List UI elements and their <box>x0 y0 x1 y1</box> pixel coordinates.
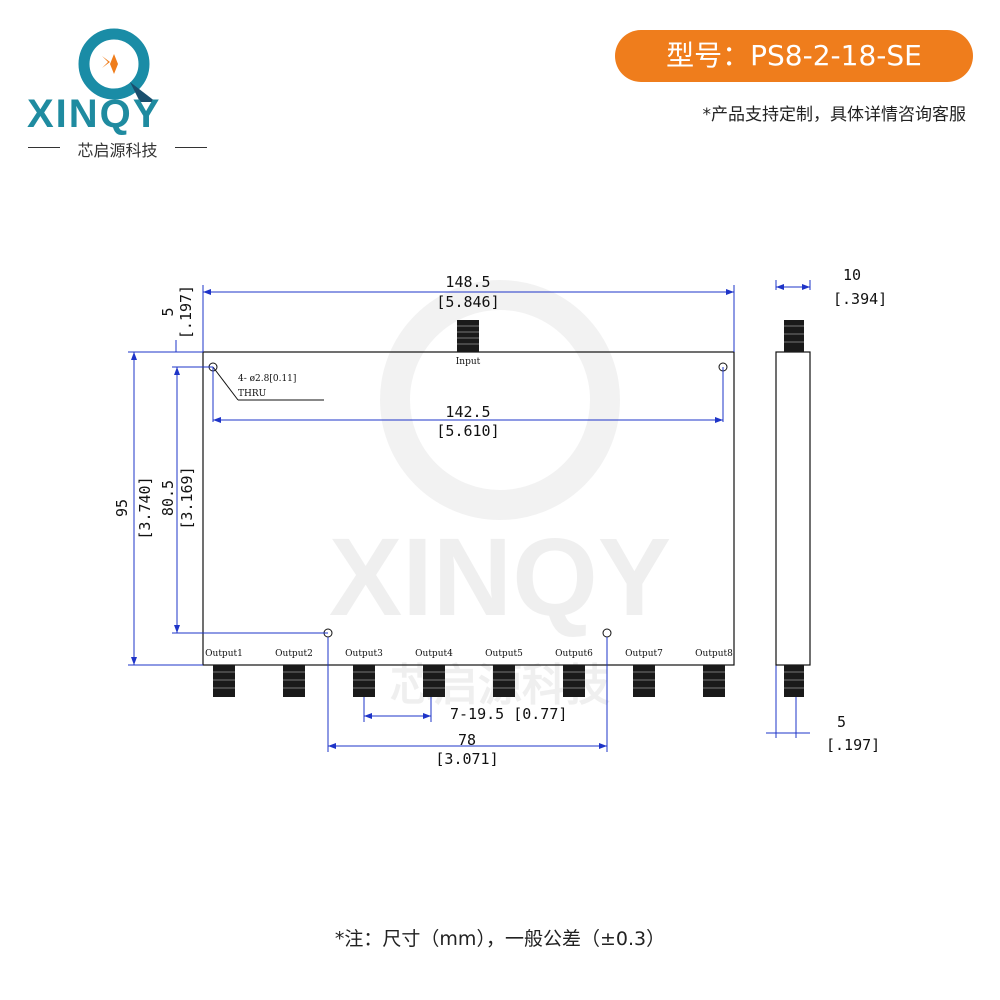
dim-thickness-in: [.394] <box>833 290 887 308</box>
output-label-7: Output7 <box>625 649 663 659</box>
output-label-3: Output3 <box>345 649 383 659</box>
output-connector-5 <box>493 665 515 697</box>
dim-bottom-hole-span-in: [3.071] <box>435 750 498 768</box>
dim-height: 95 <box>113 499 131 517</box>
dim-overall-width-in: [5.846] <box>436 293 499 311</box>
output-connector-2 <box>283 665 305 697</box>
dim-hole-span-in: [5.610] <box>436 422 499 440</box>
custom-note: *产品支持定制，具体详情咨询客服 <box>702 105 967 125</box>
output-label-5: Output5 <box>485 649 523 659</box>
output-label-8: Output8 <box>695 649 733 659</box>
output-connector-7 <box>633 665 655 697</box>
output-connector-8 <box>703 665 725 697</box>
dim-bottom-hole-span: 78 <box>458 731 476 749</box>
output-connector-4 <box>423 665 445 697</box>
hole-note: 4- ø2.8[0.11] <box>238 374 296 384</box>
output-label-6: Output6 <box>555 649 593 659</box>
input-label: Input <box>456 357 481 367</box>
watermark-text: XINQY <box>329 516 671 639</box>
footer-note: *注：尺寸（mm），一般公差（±0.3） <box>334 928 666 950</box>
side-view-body <box>775 351 811 666</box>
brand-name: XINQY <box>27 92 162 136</box>
dim-top-offset-in: [.197] <box>177 285 195 339</box>
output-connectors: Output1 Output2 Output3 Output4 Output5 Outpu… <box>205 649 733 697</box>
side-output-connector <box>784 665 804 697</box>
output-connector-3 <box>353 665 375 697</box>
brand-subtitle: 芯启源科技 <box>28 137 207 161</box>
logo-mark <box>78 28 156 102</box>
hole-note-thru: THRU <box>238 389 267 399</box>
output-label-4: Output4 <box>415 649 453 659</box>
dim-pitch: 7-19.5 [0.77] <box>450 705 567 723</box>
dim-thickness: 10 <box>843 266 861 284</box>
dim-hole-span: 142.5 <box>445 403 490 421</box>
side-input-connector <box>784 320 804 352</box>
dim-overall-width: 148.5 <box>445 273 490 291</box>
dim-hole-vertical: 80.5 <box>159 480 177 516</box>
model-label: 型号：PS8-2-18-SE <box>615 30 973 82</box>
output-connector-1 <box>213 665 235 697</box>
input-connector <box>457 320 479 352</box>
dim-height-in: [3.740] <box>136 476 154 539</box>
output-label-1: Output1 <box>205 649 243 659</box>
output-connector-6 <box>563 665 585 697</box>
dim-top-offset: 5 <box>159 307 177 316</box>
watermark: XINQY 芯启源科技 <box>329 280 671 710</box>
dim-hole-vertical-in: [3.169] <box>178 466 196 529</box>
dim-connector-offset-in: [.197] <box>826 736 880 754</box>
output-label-2: Output2 <box>275 649 313 659</box>
dim-connector-offset: 5 <box>837 713 846 731</box>
